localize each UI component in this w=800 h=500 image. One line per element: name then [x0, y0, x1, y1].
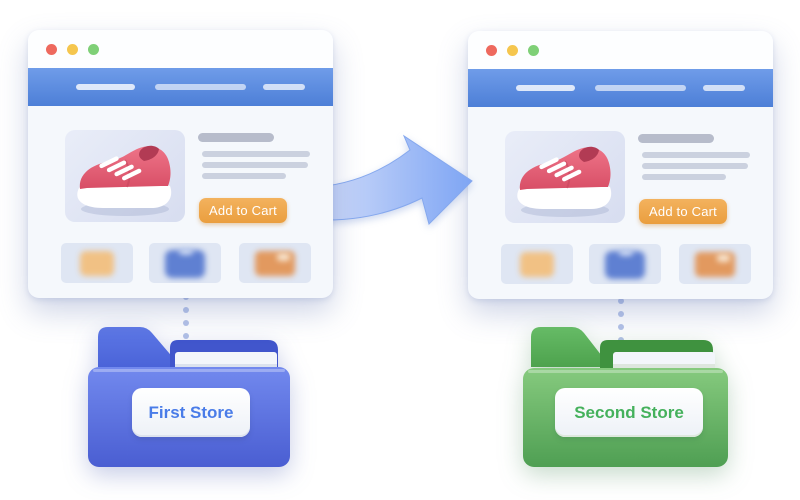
add-to-cart-button[interactable]: Add to Cart — [639, 199, 727, 224]
browser-window-second-store: Add to Cart — [468, 31, 773, 299]
text-line-placeholder — [202, 162, 308, 168]
folder-label[interactable]: First Store — [132, 388, 250, 437]
window-titlebar — [468, 31, 773, 69]
text-line-placeholder — [642, 152, 750, 158]
folder-first-store[interactable]: First Store — [84, 324, 296, 470]
text-line-placeholder — [202, 173, 286, 179]
transfer-arrow-icon — [325, 134, 473, 225]
window-titlebar — [28, 30, 333, 68]
navigation-bar — [28, 68, 333, 106]
close-button-icon[interactable] — [486, 44, 497, 56]
nav-item[interactable] — [516, 85, 575, 91]
folder-label[interactable]: Second Store — [555, 388, 703, 437]
product-image — [65, 130, 185, 222]
product-title-placeholder — [638, 134, 714, 143]
browser-window-first-store: Add to Cart — [28, 30, 333, 298]
connector-dot — [183, 333, 189, 339]
thumbnail-image-detail — [179, 248, 193, 255]
nav-item[interactable] — [263, 84, 305, 90]
nav-item[interactable] — [76, 84, 135, 90]
connector-dot — [183, 307, 189, 313]
maximize-button-icon[interactable] — [528, 44, 539, 56]
red-sneaker-image — [516, 145, 613, 218]
thumbnail-image-detail — [277, 253, 290, 261]
connector-dot — [618, 311, 624, 317]
product-image — [505, 131, 625, 223]
nav-item[interactable] — [155, 84, 246, 90]
connector-dot — [183, 320, 189, 326]
product-title-placeholder — [198, 133, 274, 142]
close-button-icon[interactable] — [46, 43, 57, 55]
thumbnail-image — [520, 252, 554, 277]
navigation-bar — [468, 69, 773, 107]
product-thumbnail[interactable] — [679, 244, 751, 284]
connector-dot — [618, 324, 624, 330]
product-thumbnail[interactable] — [589, 244, 661, 284]
text-line-placeholder — [202, 151, 310, 157]
thumbnail-image-detail — [717, 254, 730, 262]
product-thumbnail[interactable] — [501, 244, 573, 284]
nav-item[interactable] — [595, 85, 686, 91]
thumbnail-image — [80, 251, 114, 276]
red-sneaker-image — [76, 144, 173, 217]
text-line-placeholder — [642, 163, 748, 169]
maximize-button-icon[interactable] — [88, 43, 99, 55]
product-thumbnail[interactable] — [239, 243, 311, 283]
product-thumbnail[interactable] — [61, 243, 133, 283]
add-to-cart-button[interactable]: Add to Cart — [199, 198, 287, 223]
connector-dot — [618, 298, 624, 304]
text-line-placeholder — [642, 174, 726, 180]
minimize-button-icon[interactable] — [507, 44, 518, 56]
folder-second-store[interactable]: Second Store — [519, 324, 731, 470]
nav-item[interactable] — [703, 85, 745, 91]
product-thumbnail[interactable] — [149, 243, 221, 283]
minimize-button-icon[interactable] — [67, 43, 78, 55]
thumbnail-image-detail — [619, 249, 633, 256]
